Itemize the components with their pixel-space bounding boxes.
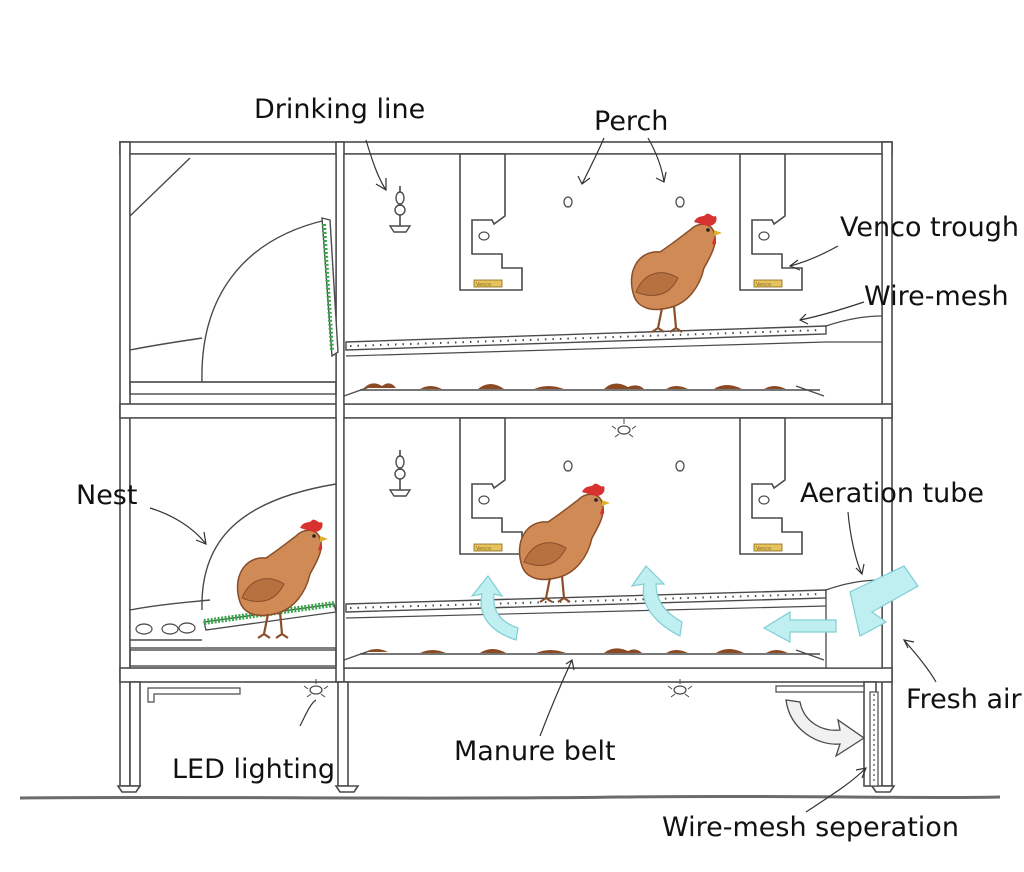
manure-belt-upper [343, 383, 825, 397]
label-manure-belt: Manure belt [454, 736, 616, 767]
ground-line [19, 794, 1001, 800]
label-perch: Perch [594, 106, 669, 137]
venco-tag: Venco [476, 546, 491, 552]
label-led-lighting: LED lighting [172, 754, 336, 785]
venco-tag: Venco [476, 282, 491, 288]
label-wire-mesh: Wire-mesh [864, 281, 1009, 312]
label-nest: Nest [76, 480, 138, 511]
leader-arrowheads [195, 171, 915, 779]
wire-mesh-floor-upper [345, 325, 827, 357]
egg [135, 623, 153, 635]
nest-floor [135, 601, 337, 635]
lower-rails [147, 685, 879, 787]
cage-frame [116, 141, 896, 793]
aeration-tube-upper [825, 315, 883, 343]
manure-belt-lower [343, 648, 825, 661]
nest-compartment-upper [129, 153, 339, 395]
label-aeration-tube: Aeration tube [800, 478, 985, 509]
label-drinking-line: Drinking line [254, 94, 426, 125]
label-wire-mesh-separation: Wire-mesh seperation [662, 812, 959, 843]
airflow-arrows [470, 565, 919, 644]
label-fresh-air: Fresh air [906, 684, 1022, 715]
egg [178, 622, 196, 634]
exhaust-arrow [785, 699, 866, 758]
perches [563, 196, 685, 472]
venco-tag: Venco [756, 282, 771, 288]
egg [161, 623, 179, 635]
venco-tag: Venco [756, 546, 771, 552]
label-venco-trough: Venco trough [840, 212, 1020, 243]
leader-lines [149, 137, 937, 813]
